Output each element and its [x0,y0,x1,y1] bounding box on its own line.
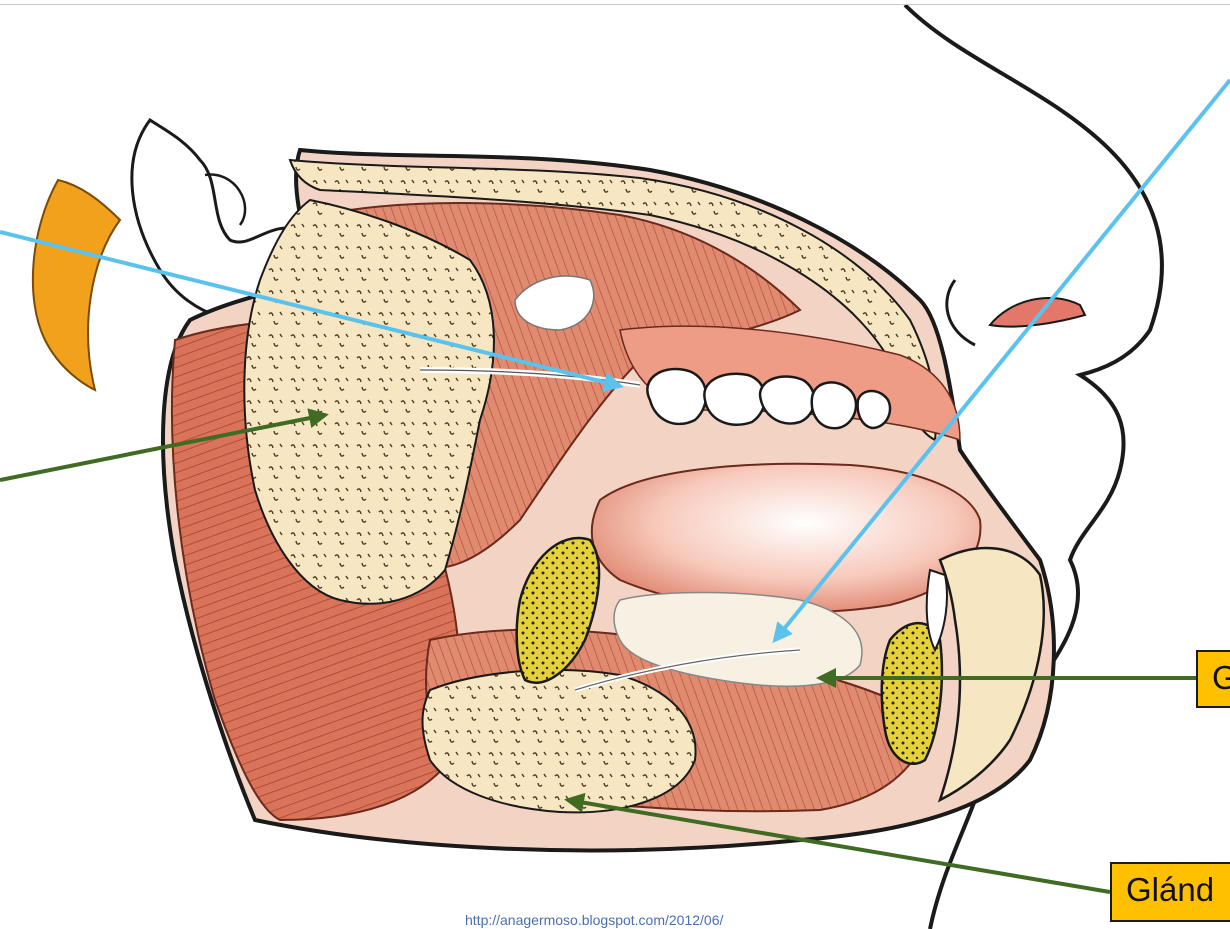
nose-wing [947,280,975,345]
tongue [592,464,981,612]
callout-submandibular-gland: Glánd [1110,862,1230,922]
source-url[interactable]: http://anagermoso.blogspot.com/2012/06/ [465,912,723,928]
nostril [990,298,1085,327]
top-rule [0,4,1230,5]
hair-shape [33,180,120,390]
callout-sublingual-gland: G [1196,650,1230,708]
